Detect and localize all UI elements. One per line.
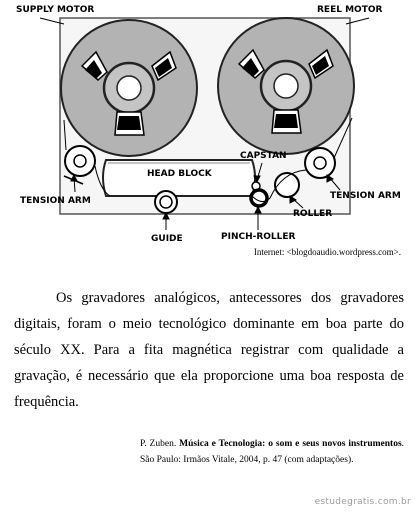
- label-head-block: HEAD BLOCK: [147, 169, 213, 179]
- label-tension-arm-left: TENSION ARM: [20, 196, 91, 206]
- label-capstan: CAPSTAN: [240, 151, 287, 161]
- label-supply-motor: SUPPLY MOTOR: [16, 5, 94, 15]
- take-up-reel: [217, 17, 355, 155]
- guide: [154, 190, 178, 214]
- supply-reel: [60, 19, 198, 157]
- tension-arm-right: [304, 147, 336, 179]
- source-details: . São Paulo: Irmãos Vitale, 2004, p. 47 …: [140, 439, 405, 465]
- tension-arm-left: [63, 145, 96, 185]
- site-watermark: estudegratis.com.br: [314, 497, 411, 507]
- label-tension-arm-right: TENSION ARM: [330, 191, 401, 201]
- tape-recorder-diagram: SUPPLY MOTOR REEL MOTOR CAPSTAN HEAD BLO…: [16, 5, 401, 244]
- pinch-roller: [249, 188, 269, 208]
- body-paragraph: Os gravadores analógicos, antecessores d…: [14, 290, 404, 410]
- label-pinch-roller: PINCH-ROLLER: [221, 232, 296, 242]
- roller: [274, 172, 300, 198]
- label-roller: ROLLER: [293, 209, 332, 219]
- label-guide: GUIDE: [151, 234, 183, 244]
- source-citation: P. Zuben. Música e Tecnologia: o som e s…: [140, 436, 404, 468]
- source-title: Música e Tecnologia: o som e seus novos …: [179, 439, 402, 449]
- tape-path: [63, 117, 353, 202]
- label-pointers: [39, 17, 370, 230]
- source-author: P. Zuben.: [140, 439, 177, 449]
- figure-credit: Internet: <blogdoaudio.wordpress.com>.: [253, 247, 401, 257]
- label-reel-motor: REEL MOTOR: [317, 5, 382, 15]
